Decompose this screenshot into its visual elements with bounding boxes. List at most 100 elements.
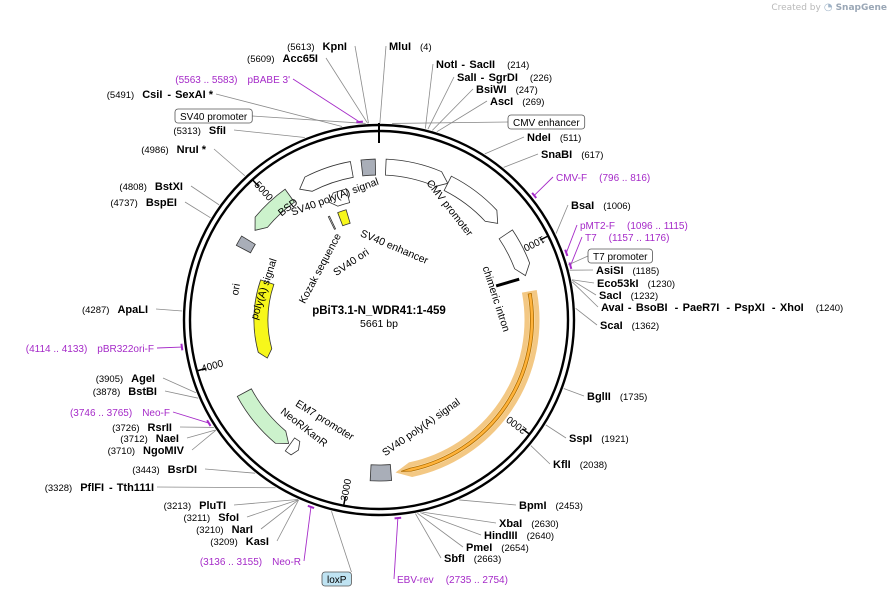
enzyme-position: (2654)	[501, 543, 528, 554]
enzyme-site-xbai[interactable]: XbaI(2630)	[499, 518, 559, 530]
enzyme-site-sfii[interactable]: SfiI(5313)	[173, 125, 226, 137]
enzyme-site-asisi[interactable]: AsiSI(1185)	[596, 265, 659, 277]
enzyme-name: SalI	[457, 72, 477, 84]
primer-neo-r[interactable]: Neo-R(3136 .. 3155)	[200, 504, 315, 568]
enzyme-site-csii[interactable]: CsiI-SexAI *(5491)	[107, 89, 214, 101]
enzyme-site-bsai[interactable]: BsaI(1006)	[571, 200, 631, 212]
boxed-label-t7-promoter[interactable]: T7 promoter	[587, 248, 653, 264]
enzyme-position: (269)	[522, 97, 544, 108]
enzyme-site-eco53ki[interactable]: Eco53kI (1230)	[597, 278, 675, 290]
leader-line	[246, 499, 299, 518]
feature-arrow-wdr41[interactable]	[400, 293, 534, 472]
enzyme-name: AvaI	[601, 302, 624, 314]
primer-t7[interactable]: T7(1157 .. 1176)	[568, 233, 670, 270]
enzyme-site-nari[interactable]: NarI(3210)	[196, 524, 253, 536]
enzyme-site-saci[interactable]: SacI(1232)	[599, 290, 658, 302]
enzyme-site-agei[interactable]: AgeI(3905)	[96, 373, 155, 385]
boxed-label-cmv-enhancer[interactable]: CMV enhancer	[507, 114, 586, 130]
leader-line	[436, 100, 488, 133]
enzyme-site-bsrdi[interactable]: BsrDI(3443)	[132, 464, 197, 476]
primer-pbabe-3-[interactable]: pBABE 3'(5563 .. 5583)	[175, 75, 363, 124]
feature-arrow-ori[interactable]	[253, 279, 275, 359]
feature-arrow-kozak-sequence[interactable]	[327, 215, 337, 230]
enzyme-site-bstbi[interactable]: BstBI(3878)	[93, 386, 157, 398]
enzyme-site-snabi[interactable]: SnaBI(617)	[541, 149, 603, 161]
enzyme-position: (1230)	[648, 279, 675, 290]
enzyme-site-ndei[interactable]: NdeI(511)	[527, 132, 581, 144]
enzyme-name: XbaI	[499, 518, 522, 530]
enzyme-site-sfoi[interactable]: SfoI(3211)	[183, 512, 239, 524]
enzyme-position: (2038)	[580, 460, 607, 471]
enzyme-site-ngomiv[interactable]: NgoMIV(3710)	[108, 445, 185, 457]
primer-range: (796 .. 816)	[599, 173, 650, 184]
enzyme-site-acc65i[interactable]: Acc65I(5609)	[247, 53, 318, 65]
enzyme-site-asci[interactable]: AscI(269)	[490, 96, 544, 108]
feature-arrow-neor-kanr[interactable]	[236, 388, 290, 444]
enzyme-name: NruI *	[177, 144, 207, 156]
enzyme-separator: -	[726, 302, 730, 314]
enzyme-position: (3878)	[93, 387, 120, 398]
feature-label: chimeric intron	[480, 265, 513, 334]
enzyme-site-nrui-[interactable]: NruI *(4986)	[141, 144, 207, 156]
enzyme-site-sbfi[interactable]: SbfI(2663)	[444, 553, 501, 565]
boxed-label-sv40-promoter[interactable]: SV40 promoter	[174, 108, 253, 124]
enzyme-site-pmei[interactable]: PmeI(2654)	[466, 542, 529, 554]
primer-ebv-rev[interactable]: EBV-rev(2735 .. 2754)	[394, 516, 508, 586]
primer-range: (2735 .. 2754)	[446, 575, 508, 586]
primer-neo-f[interactable]: Neo-F(3746 .. 3765)	[70, 408, 212, 427]
primer-pmt2-f[interactable]: pMT2-F(1096 .. 1115)	[564, 221, 688, 257]
enzyme-site-bsiwi[interactable]: BsiWI(247)	[476, 84, 538, 96]
feature-arrow-cmv-enhancer[interactable]	[385, 158, 449, 187]
enzyme-site-bstxi[interactable]: BstXI(4808)	[119, 181, 183, 193]
enzyme-site-naei[interactable]: NaeI(3712)	[120, 433, 179, 445]
leader-line	[420, 512, 482, 536]
leader-line	[484, 136, 525, 155]
feature-arrow-chimeric-intron[interactable]	[498, 229, 531, 277]
enzyme-position: (1006)	[603, 201, 630, 212]
boxed-label-frame	[174, 108, 253, 124]
boxed-label-loxp[interactable]: loxP	[321, 571, 352, 587]
feature-arrow-em7-promoter[interactable]	[284, 437, 301, 456]
leader-line	[156, 486, 276, 489]
primer-range: (4114 .. 4133)	[26, 344, 88, 355]
enzyme-site-bspei[interactable]: BspEI(4737)	[110, 197, 177, 209]
enzyme-site-bglii[interactable]: BglII(1735)	[587, 391, 647, 403]
enzyme-position: (1240)	[816, 303, 843, 314]
enzyme-site-hindiii[interactable]: HindIII(2640)	[484, 530, 554, 542]
feature-arrow-sv40-enhancer[interactable]	[328, 188, 351, 207]
primer-leader	[570, 236, 583, 266]
enzyme-position: (3443)	[132, 465, 159, 476]
feature-arrow-cmv-promoter[interactable]	[443, 175, 499, 224]
enzyme-site-avai[interactable]: AvaI-BsoBI-PaeR7I-PspXI-XhoI(1240)	[601, 302, 843, 314]
enzyme-site-scai[interactable]: ScaI(1362)	[600, 320, 659, 332]
enzyme-site-pluti[interactable]: PluTI(3213)	[164, 500, 226, 512]
feature-arrow-bsd[interactable]	[254, 188, 295, 231]
leader-line	[276, 499, 300, 542]
enzyme-site-noti[interactable]: NotI-SacII(214)	[436, 59, 529, 71]
feature-arrow-poly-a-signal[interactable]	[235, 235, 256, 254]
enzyme-name: NdeI	[527, 132, 551, 144]
feature-arrow-sv40-poly-a-signal[interactable]	[299, 161, 354, 192]
primer-cmv-f[interactable]: CMV-F(796 .. 816)	[531, 173, 650, 199]
feature-arrow-sv40-ori[interactable]	[337, 209, 351, 227]
enzyme-site-rsrii[interactable]: RsrII(3726)	[112, 422, 172, 434]
enzyme-name: Eco53kI	[597, 278, 639, 290]
enzyme-site-kfli[interactable]: KflI(2038)	[553, 459, 607, 471]
leader-line	[571, 279, 595, 284]
feature-arrow-sv40-poly-a-signal[interactable]	[369, 464, 393, 482]
leader-line	[184, 201, 211, 219]
enzyme-site-mlui[interactable]: MluI(4)	[389, 41, 432, 53]
primer-pbr322ori-f[interactable]: pBR322ori-F(4114 .. 4133)	[26, 343, 184, 355]
enzyme-site-sspi[interactable]: SspI(1921)	[569, 433, 629, 445]
enzyme-site-sali[interactable]: SalI-SgrDI(226)	[457, 72, 552, 84]
primer-leader	[393, 518, 399, 580]
enzyme-site-kasi[interactable]: KasI(3209)	[210, 536, 269, 548]
enzyme-site-kpni[interactable]: KpnI(5613)	[287, 41, 347, 53]
enzyme-position: (214)	[507, 60, 529, 71]
feature-track	[235, 158, 540, 482]
enzyme-site-pflfi[interactable]: PflFI-Tth111I(3328)	[45, 482, 154, 494]
enzyme-site-bpmi[interactable]: BpmI(2453)	[519, 500, 583, 512]
feature-arrow-sv40-promoter[interactable]	[360, 158, 377, 177]
enzyme-site-apali[interactable]: ApaLI(4287)	[82, 304, 148, 316]
leader-line	[415, 513, 442, 559]
